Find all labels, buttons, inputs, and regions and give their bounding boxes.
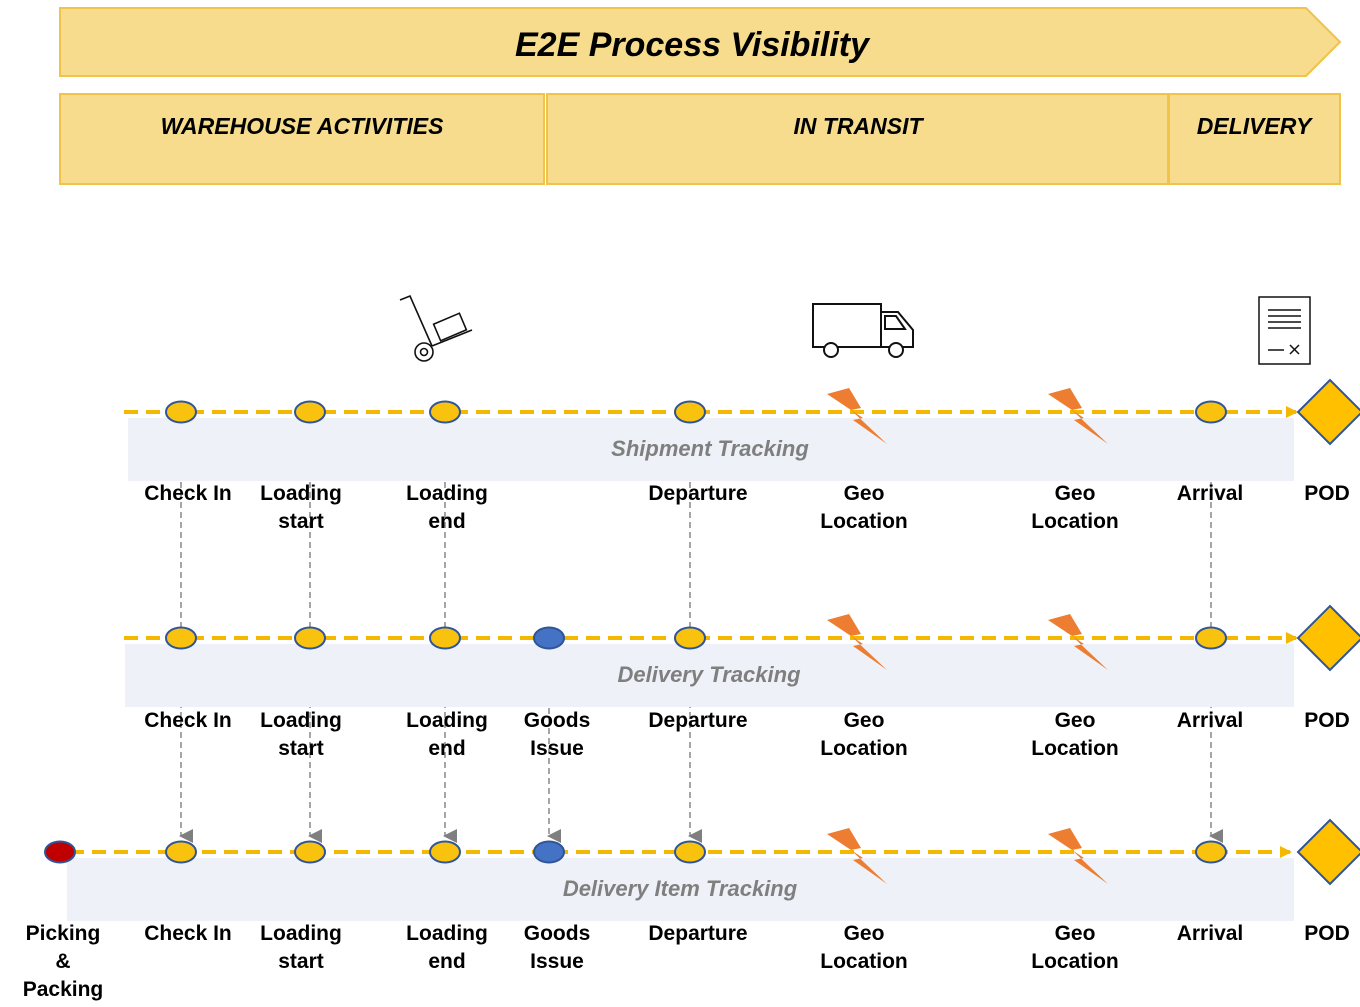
track-label: Delivery Item Tracking xyxy=(563,876,798,901)
event-label-departure: Departure xyxy=(648,482,747,505)
geo-location-lightning-icon xyxy=(1048,388,1108,444)
geo-location-lightning-icon xyxy=(1048,614,1108,670)
event-node-picking-packing xyxy=(44,840,76,864)
event-label-departure: Departure xyxy=(648,922,747,945)
event-node-loading-end xyxy=(429,400,461,424)
phase-warehouse-box xyxy=(59,93,545,185)
event-node-arrival xyxy=(1195,840,1227,864)
event-node-loading-end xyxy=(429,626,461,650)
event-node-departure xyxy=(674,626,706,650)
event-node-arrival xyxy=(1195,400,1227,424)
event-node-loading-start xyxy=(294,400,326,424)
event-node-loading-start xyxy=(294,626,326,650)
event-label-pod: POD xyxy=(1304,922,1350,945)
header-banner: E2E Process Visibility WAREHOUSE ACTIVIT… xyxy=(59,7,1342,185)
geo-location-lightning-icon xyxy=(827,828,887,884)
event-node-loading-end xyxy=(429,840,461,864)
pod-diamond xyxy=(1296,378,1360,446)
event-node-goods-issue xyxy=(533,626,565,650)
phase-delivery-box xyxy=(1168,93,1341,185)
document-icon xyxy=(1258,296,1311,365)
event-label-arrival: Arrival xyxy=(1177,922,1244,945)
title-banner xyxy=(59,7,1342,77)
event-node-arrival xyxy=(1195,626,1227,650)
event-label-check-in: Check In xyxy=(144,709,232,732)
event-label-arrival: Arrival xyxy=(1177,709,1244,732)
event-label-departure: Departure xyxy=(648,709,747,732)
hand-truck-icon xyxy=(399,294,473,362)
phase-delivery-label: DELIVERY xyxy=(1197,113,1314,139)
event-node-check-in xyxy=(165,840,197,864)
event-node-check-in xyxy=(165,400,197,424)
event-label-pod: POD xyxy=(1304,482,1350,505)
pod-diamond xyxy=(1296,604,1360,672)
track-band xyxy=(125,644,1294,707)
truck-icon xyxy=(812,303,914,358)
track-label: Shipment Tracking xyxy=(611,436,809,461)
event-node-departure xyxy=(674,400,706,424)
phase-transit-label: IN TRANSIT xyxy=(793,113,924,139)
phase-transit-box xyxy=(546,93,1169,185)
page-title: E2E Process Visibility xyxy=(515,26,871,64)
event-label-check-in: Check In xyxy=(144,482,232,505)
event-label-arrival: Arrival xyxy=(1177,482,1244,505)
event-node-check-in xyxy=(165,626,197,650)
track-band xyxy=(128,418,1294,481)
pod-diamond xyxy=(1296,818,1360,886)
event-label-check-in: Check In xyxy=(144,922,232,945)
geo-location-lightning-icon xyxy=(1048,828,1108,884)
event-label-picking-packing: Picking&Packing xyxy=(23,922,104,1001)
event-label-pod: POD xyxy=(1304,709,1350,732)
geo-location-lightning-icon xyxy=(827,614,887,670)
geo-location-lightning-icon xyxy=(827,388,887,444)
event-node-goods-issue xyxy=(533,840,565,864)
phase-warehouse-label: WAREHOUSE ACTIVITIES xyxy=(161,113,444,139)
event-node-loading-start xyxy=(294,840,326,864)
event-node-departure xyxy=(674,840,706,864)
track-label: Delivery Tracking xyxy=(617,662,801,687)
